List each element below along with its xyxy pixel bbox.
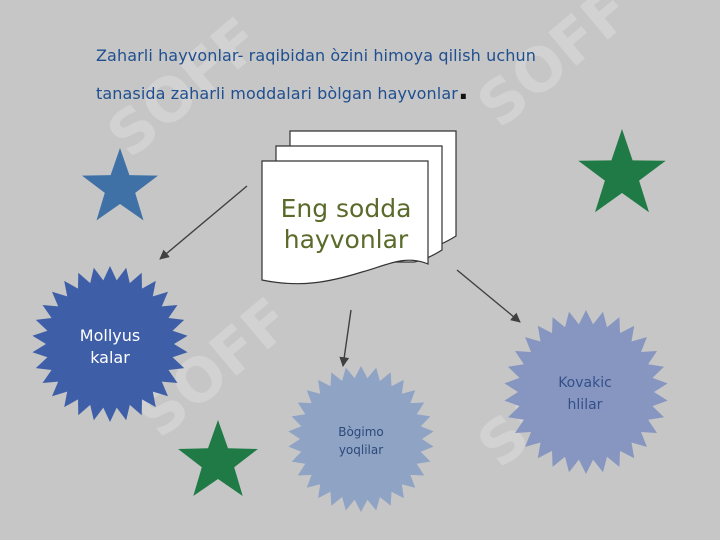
node-label-line2: yoqlilar <box>339 443 383 457</box>
watermark-text: SOFF <box>465 0 645 141</box>
title-line-2-text: tanasida zaharli moddalari bòlgan hayvon… <box>96 84 458 103</box>
node-label-line2: kalar <box>90 348 130 367</box>
document-sheet-front <box>261 160 429 285</box>
starburst-shape <box>504 310 668 474</box>
node-label-line2: hlilar <box>568 397 603 413</box>
starburst-shape <box>288 366 434 512</box>
central-node-label-line2: hayvonlar <box>284 225 409 254</box>
star-decoration-green <box>178 420 258 496</box>
star-decoration-green <box>578 129 666 213</box>
node-label-line1: Mollyus <box>80 326 140 345</box>
arrow-to-bogimoyoqlilar <box>339 309 352 367</box>
starburst-shape <box>32 266 188 422</box>
title-end-mark: . <box>457 73 469 106</box>
central-node-documents: Eng sodda hayvonlar <box>261 130 457 285</box>
node-label-line1: Kovakic <box>558 375 612 391</box>
arrow-to-mollyuskalar <box>159 185 248 260</box>
title-line-1: Zaharli hayvonlar- raqibidan òzini himoy… <box>96 46 536 65</box>
node-kovakichlilar: Kovakic hlilar <box>504 310 668 474</box>
node-label-line1: Bògimo <box>338 425 384 439</box>
node-mollyuskalar: Mollyus kalar <box>32 266 188 422</box>
star-decoration-blue <box>82 148 158 221</box>
title-line-2: tanasida zaharli moddalari bòlgan hayvon… <box>96 76 469 104</box>
node-bogimoyoqlilar: Bògimo yoqlilar <box>288 366 434 512</box>
central-node-label-line1: Eng sodda <box>281 194 412 223</box>
arrow-to-kovakichlilar <box>456 269 521 323</box>
